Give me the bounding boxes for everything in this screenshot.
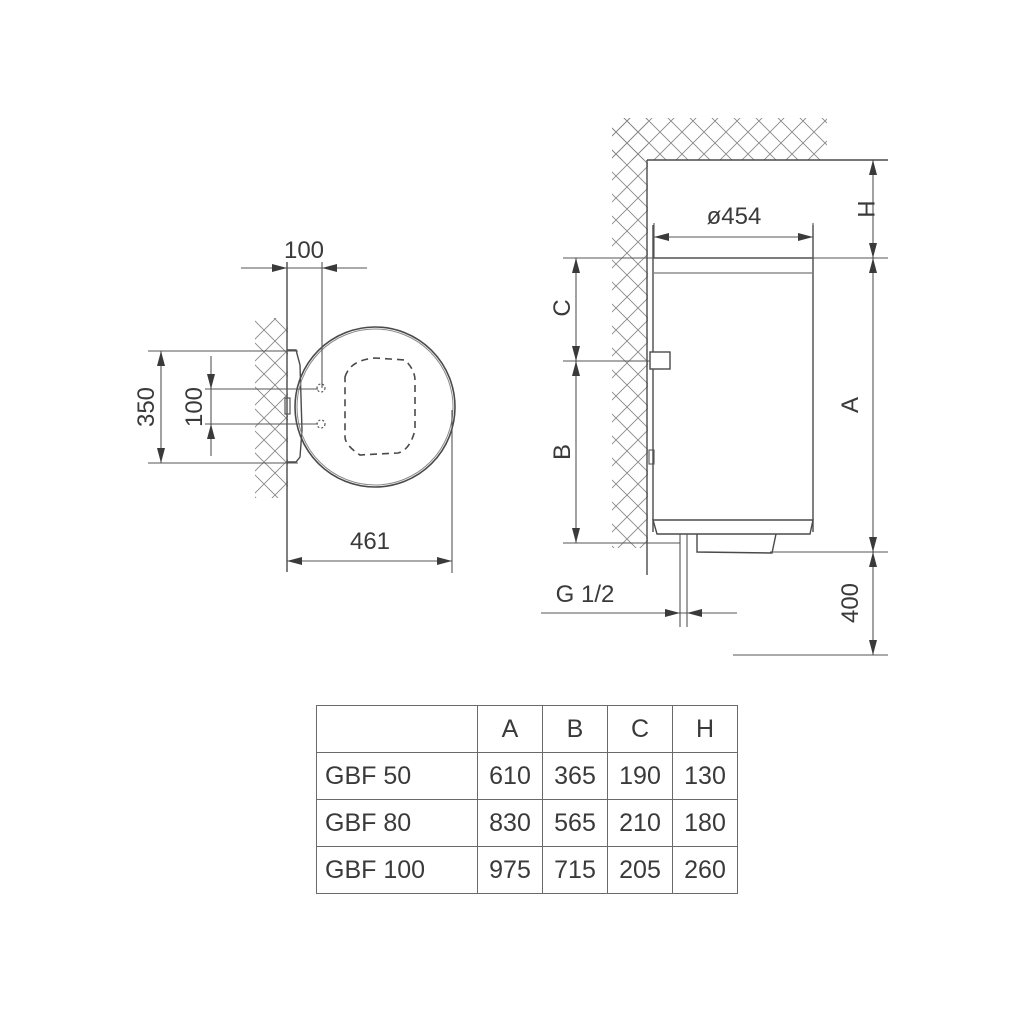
dim-bracket-height: 350 — [133, 387, 160, 427]
wall-hatch — [255, 318, 288, 498]
table-header-cell: C — [607, 705, 673, 753]
dim-label-h: H — [852, 200, 879, 217]
value-cell: 190 — [607, 752, 673, 800]
dim-diameter: ø454 — [707, 203, 762, 230]
table-header-cell: A — [477, 705, 543, 753]
value-cell: 975 — [477, 846, 543, 894]
model-cell: GBF 80 — [316, 799, 478, 847]
table-header-row: A B C H — [316, 705, 738, 753]
value-cell: 610 — [477, 752, 543, 800]
dim-floor-clearance: 400 — [837, 583, 864, 623]
value-cell: 180 — [672, 799, 738, 847]
table-row: GBF 100 975 715 205 260 — [316, 846, 738, 894]
value-cell: 365 — [542, 752, 608, 800]
table-row: GBF 80 830 565 210 180 — [316, 799, 738, 847]
model-cell: GBF 100 — [316, 846, 478, 894]
model-cell: GBF 50 — [316, 752, 478, 800]
side-view: ø454 H A 400 C B G — [541, 118, 888, 656]
dim-width: 461 — [350, 528, 390, 555]
wall-hatch — [612, 118, 648, 548]
value-cell: 565 — [542, 799, 608, 847]
table-header-cell — [316, 705, 478, 753]
table-row: GBF 50 610 365 190 130 — [316, 752, 738, 800]
value-cell: 210 — [607, 799, 673, 847]
dim-label-a: A — [837, 397, 864, 413]
value-cell: 130 — [672, 752, 738, 800]
dim-pipe-spacing: 100 — [181, 387, 208, 427]
top-view: 100 350 100 461 — [133, 237, 456, 573]
tank-outline — [294, 326, 456, 488]
dim-bracket-offset: 100 — [284, 237, 324, 264]
dim-label-b: B — [549, 444, 576, 460]
table-header-cell: H — [672, 705, 738, 753]
dimensions-table: A B C H GBF 50 610 365 190 130 GBF 80 83… — [316, 705, 738, 894]
value-cell: 715 — [542, 846, 608, 894]
table-header-cell: B — [542, 705, 608, 753]
pipe-thread-label: G 1/2 — [556, 581, 615, 608]
dim-label-c: C — [549, 299, 576, 316]
value-cell: 205 — [607, 846, 673, 894]
value-cell: 260 — [672, 846, 738, 894]
value-cell: 830 — [477, 799, 543, 847]
